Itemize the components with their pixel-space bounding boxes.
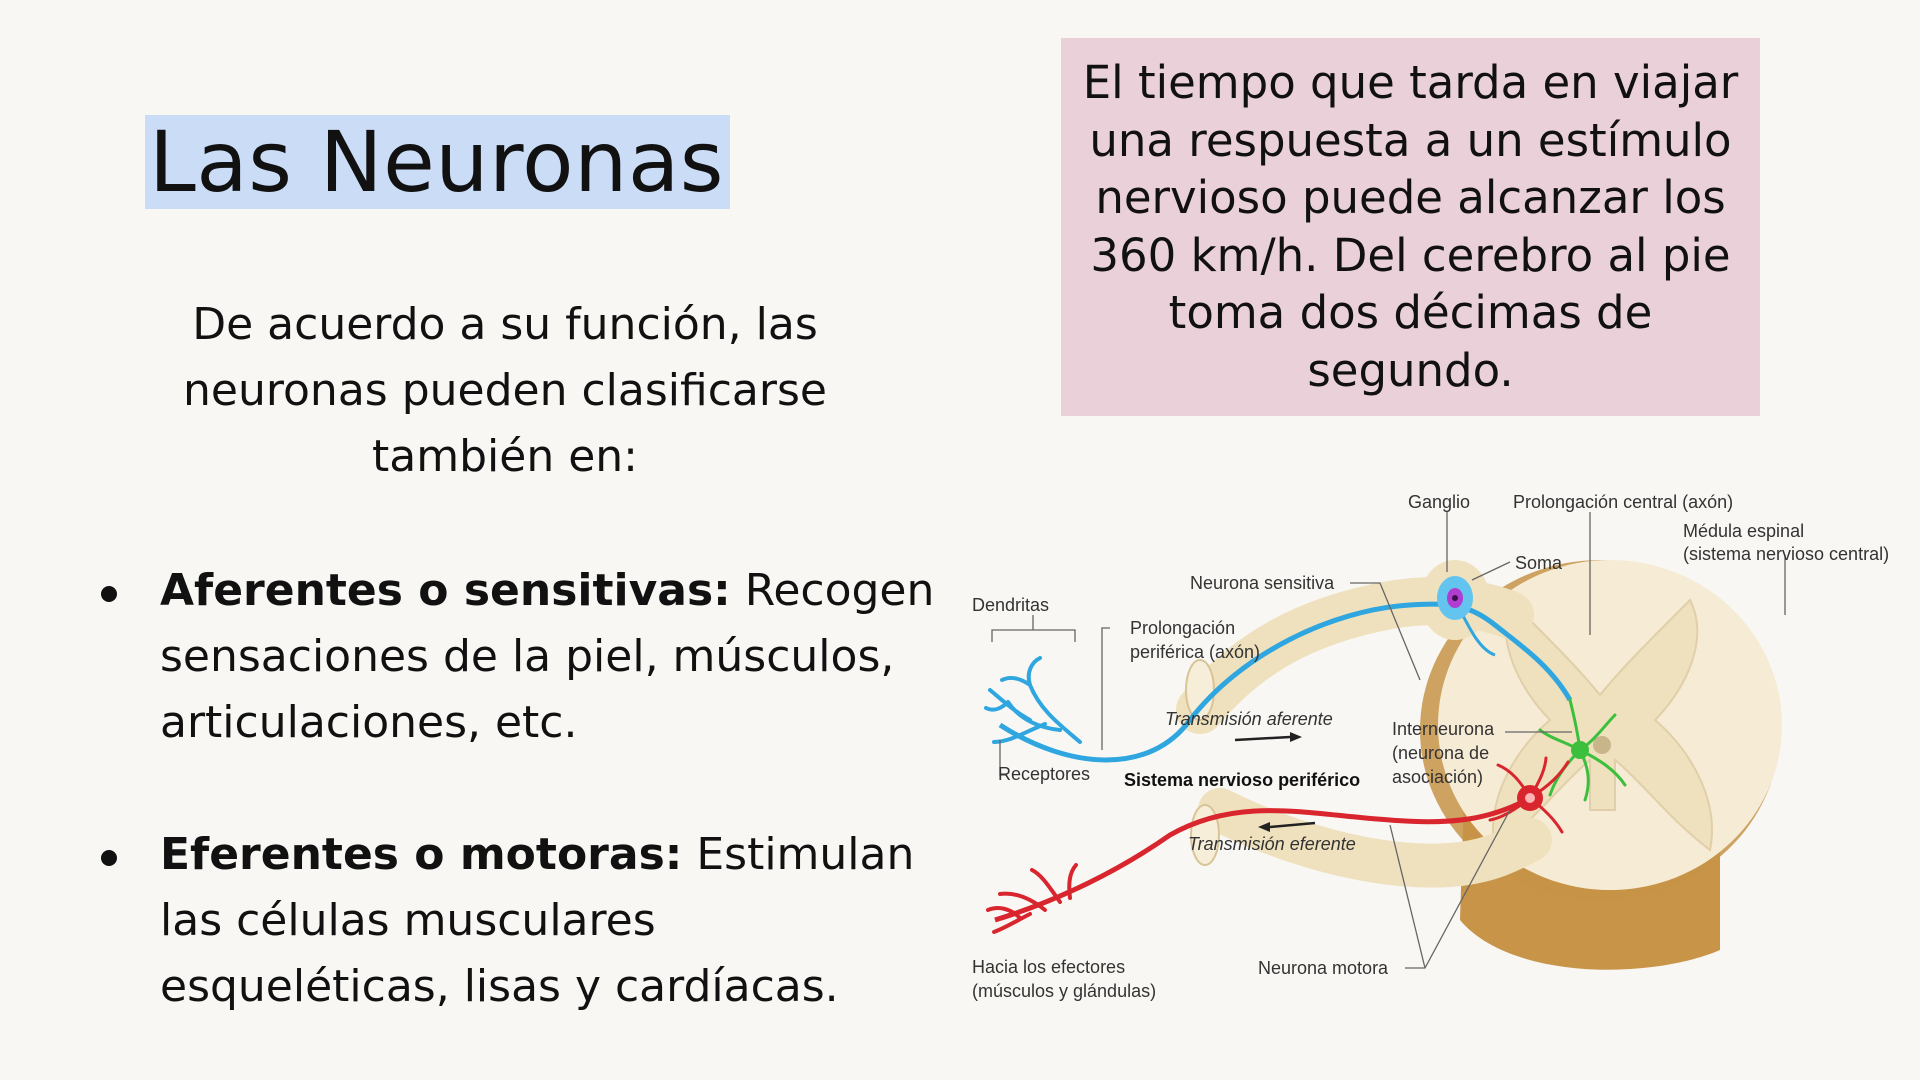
motor-nucleus (1525, 793, 1535, 803)
leader-dendritas (991, 615, 1076, 642)
label-soma: Soma (1515, 553, 1563, 573)
bullet-text: Recogen sensaciones de la piel, músculos… (160, 565, 935, 748)
interneuron-soma (1571, 741, 1589, 759)
label-prolongacion-periferica-1: Prolongación (1130, 618, 1235, 638)
afferent-arrowhead (1290, 732, 1302, 742)
transmission-arrows (1234, 732, 1316, 832)
interneuron (1538, 698, 1627, 802)
label-ganglio: Ganglio (1408, 492, 1470, 512)
label-interneurona-2: (neurona de (1392, 743, 1489, 763)
motor-terminals (986, 863, 1078, 934)
bullet-text: Estimulan las células musculares esquelé… (160, 829, 915, 1012)
label-medula-2: (sistema nervioso central) (1683, 544, 1889, 564)
bullet-efferent: Eferentes o motoras: Estimulan las célul… (95, 822, 935, 1020)
sensory-axon (998, 601, 1573, 763)
label-interneurona-3: asociación) (1392, 767, 1483, 787)
leader-lines (991, 512, 1786, 969)
bullet-list: Aferentes o sensitivas: Recogen sensacio… (95, 558, 935, 1020)
bullet-dot (101, 850, 117, 866)
leader-prolongacion-periferica (1101, 627, 1110, 750)
label-interneurona-1: Interneurona (1392, 719, 1495, 739)
motor-neuron (986, 756, 1570, 934)
fact-box: El tiempo que tarda en viajar una respue… (1061, 38, 1760, 416)
label-sistema-periferico: Sistema nervioso periférico (1124, 770, 1360, 790)
bullet-afferent: Aferentes o sensitivas: Recogen sensacio… (95, 558, 935, 756)
label-neurona-sensitiva: Neurona sensitiva (1190, 573, 1335, 593)
sensory-neuron (984, 576, 1573, 763)
interneuron-processes (1538, 698, 1627, 802)
bullet-term: Eferentes o motoras: (160, 829, 683, 880)
motor-axon (994, 795, 1532, 923)
bullet-dot (101, 586, 117, 602)
label-dendritas: Dendritas (972, 595, 1049, 615)
label-transmision-aferente: Transmisión aferente (1165, 709, 1333, 729)
leader-neurona-sensitiva (1350, 582, 1421, 681)
bullet-term: Aferentes o sensitivas: (160, 565, 731, 616)
afferent-arrow (1234, 735, 1291, 742)
leader-receptores (999, 740, 1007, 776)
fact-text: El tiempo que tarda en viajar una respue… (1082, 56, 1739, 397)
leader-soma (1471, 561, 1511, 581)
label-medula-1: Médula espinal (1683, 521, 1804, 541)
efferent-arrow (1269, 821, 1316, 829)
motor-dendrites (1488, 756, 1570, 834)
title-highlight: Las Neuronas (145, 113, 731, 211)
central-canal (1593, 736, 1611, 754)
leader-neurona-motora-2 (1389, 824, 1426, 969)
grey-matter (1492, 598, 1713, 852)
label-transmision-eferente: Transmisión eferente (1188, 834, 1356, 854)
label-prolongacion-periferica-2: periférica (axón) (1130, 642, 1260, 662)
spinal-cord (1176, 560, 1782, 970)
label-receptores: Receptores (998, 764, 1090, 784)
sensory-soma-nucleolus (1452, 595, 1458, 601)
label-efectores-1: Hacia los efectores (972, 957, 1125, 977)
label-efectores-2: (músculos y glándulas) (972, 981, 1156, 1001)
intro-text: De acuerdo a su función, las neuronas pu… (183, 299, 827, 482)
efferent-arrowhead (1258, 822, 1270, 832)
label-prolongacion-central: Prolongación central (axón) (1513, 492, 1733, 512)
page-title: Las Neuronas (149, 113, 725, 211)
reflex-arc-diagram: Ganglio Prolongación central (axón) Médu… (972, 492, 1889, 1001)
label-neurona-motora: Neurona motora (1258, 958, 1389, 978)
sensory-dendrites (984, 656, 1082, 744)
